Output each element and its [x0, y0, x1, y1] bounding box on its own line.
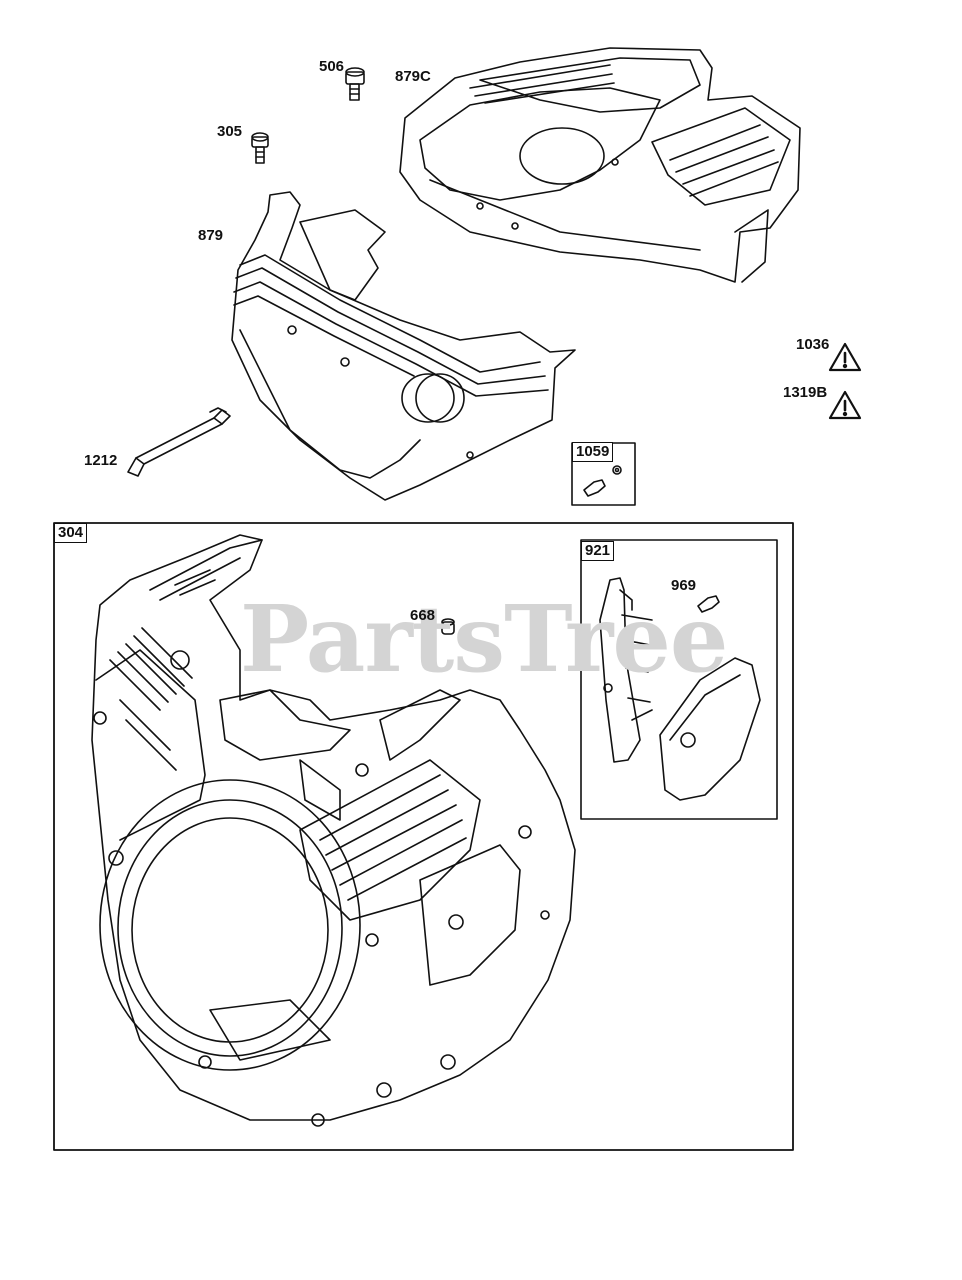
callout-879: 879 [198, 227, 224, 244]
callout-305: 305 [217, 123, 243, 140]
callout-969: 969 [671, 577, 697, 594]
warning-triangle-icon [828, 390, 862, 420]
callout-1319b: 1319B [783, 384, 828, 401]
callout-1059: 1059 [572, 442, 614, 462]
callout-1036: 1036 [796, 336, 830, 353]
bolt-506-drawing[interactable] [345, 67, 365, 101]
bolt-305-drawing[interactable] [251, 132, 269, 164]
callout-1212: 1212 [84, 452, 118, 469]
shroud-cover-879c-drawing[interactable] [399, 47, 801, 283]
bushing-668-drawing[interactable] [441, 618, 455, 635]
callout-506: 506 [319, 58, 345, 75]
blower-housing-304-drawing[interactable] [91, 534, 576, 1127]
warning-triangle-icon [828, 342, 862, 372]
callout-879c: 879C [395, 68, 431, 85]
stud-1212-drawing[interactable] [127, 407, 231, 477]
screw-969-drawing[interactable] [697, 595, 720, 613]
kit-921-frame [580, 539, 778, 820]
callout-304: 304 [54, 523, 88, 543]
callout-921: 921 [581, 541, 615, 561]
shroud-879-drawing[interactable] [231, 191, 576, 501]
watermark-text: PartsTree [240, 585, 728, 693]
kit-921-parts-drawing[interactable] [599, 577, 761, 801]
callout-668: 668 [410, 607, 436, 624]
assembly-304-frame [53, 522, 794, 1151]
